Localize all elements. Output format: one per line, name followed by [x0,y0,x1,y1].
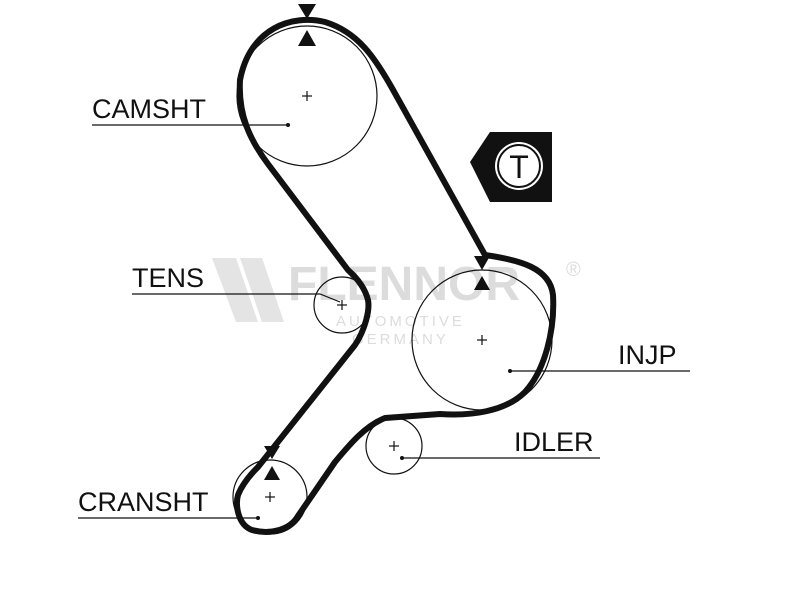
watermark-line2: GERMANY [352,331,449,348]
timing-mark-crankshaft-icon [264,446,280,480]
tensioner-badge: T [470,132,552,202]
watermark-line1: AUTOMOTIVE [336,313,465,330]
timing-belt [233,16,557,535]
label-injection-pump: INJP [618,340,677,370]
leader-lines [78,123,690,520]
camshaft-pulley [236,25,378,167]
watermark-logo-icon [212,258,284,322]
label-camshaft: CAMSHT [92,94,206,124]
tensioner-badge-letter: T [509,149,529,185]
label-crankshaft: CRANSHT [78,487,209,517]
label-tensioner: TENS [132,263,204,293]
watermark-registered: ® [566,259,581,281]
timing-mark-camshaft-icon [298,4,316,46]
timing-mark-injection-pump-icon [474,256,490,290]
watermark: FLENNOR ® AUTOMOTIVE GERMANY [212,258,581,348]
label-idler: IDLER [514,427,594,457]
